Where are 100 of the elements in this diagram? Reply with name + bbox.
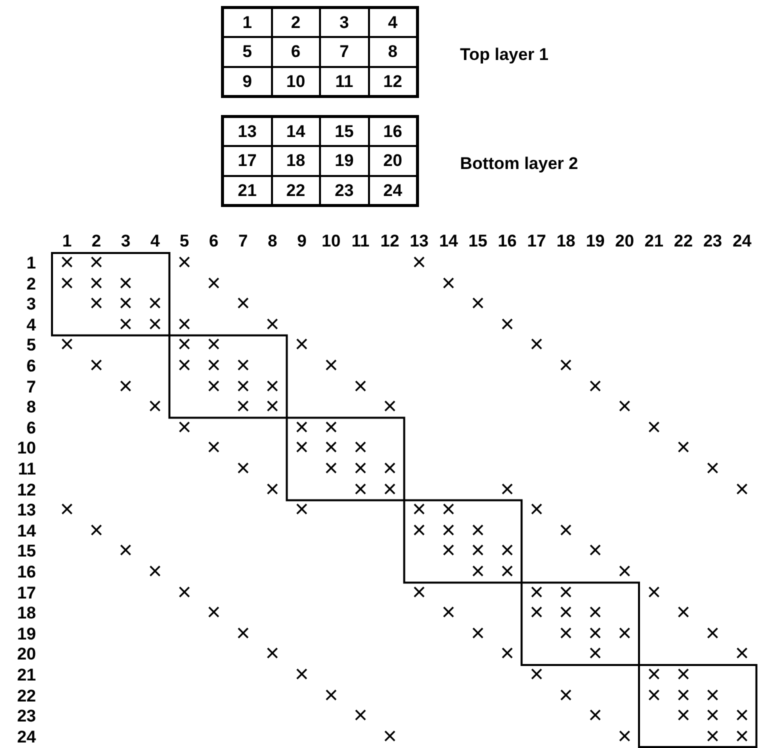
cross-mark: ×	[618, 724, 632, 748]
cross-mark: ×	[206, 601, 221, 626]
cross-mark: ×	[265, 478, 280, 502]
column-number: 15	[468, 232, 488, 250]
column-number: 9	[297, 232, 307, 250]
cross-mark: ×	[618, 395, 632, 420]
cross-mark: ×	[206, 272, 221, 296]
cross-mark: ×	[382, 724, 397, 748]
row-number: 24	[17, 728, 36, 746]
column-number: 2	[92, 232, 102, 250]
row-number: 18	[17, 604, 36, 622]
row-number: 23	[17, 708, 36, 725]
column-number: 8	[268, 232, 278, 250]
layer-grid	[221, 115, 419, 207]
cross-mark: ×	[412, 580, 426, 605]
cross-mark: ×	[382, 395, 397, 420]
row-number: 22	[17, 687, 36, 704]
grid-cell: 4	[368, 8, 417, 38]
cross-mark: ×	[236, 292, 250, 316]
cross-mark: ×	[294, 498, 309, 522]
row-number: 1	[26, 254, 36, 272]
grid-cell: 11	[320, 66, 368, 96]
cross-mark: ×	[530, 663, 544, 687]
grid-cell: 8	[368, 37, 417, 67]
cross-mark: ×	[647, 580, 661, 605]
grid-cell: 3	[320, 8, 368, 38]
cross-mark: ×	[148, 395, 162, 420]
cross-mark: ×	[236, 457, 250, 481]
cross-mark: ×	[89, 518, 104, 543]
cross-mark: ×	[558, 684, 573, 708]
cross-mark: ×	[265, 312, 280, 337]
grid-cell: 15	[320, 117, 368, 146]
cross-mark: ×	[558, 354, 573, 378]
cross-mark: ×	[265, 642, 280, 666]
cross-mark: ×	[412, 251, 426, 275]
column-number: 13	[410, 232, 429, 250]
row-number: 10	[17, 440, 36, 457]
column-number: 4	[150, 232, 160, 250]
cross-mark: ×	[647, 416, 661, 440]
cross-mark: ×	[588, 704, 602, 728]
layer-label: Bottom layer 2	[460, 155, 578, 172]
grid-cell: 6	[272, 37, 320, 67]
cross-mark: ×	[530, 498, 544, 522]
grid-cell: 16	[368, 117, 417, 146]
cross-mark: ×	[177, 416, 192, 440]
grid-cell: 12	[368, 66, 417, 96]
column-number: 18	[556, 232, 576, 250]
cross-mark: ×	[442, 272, 456, 296]
cross-mark: ×	[442, 601, 456, 626]
row-number: 14	[17, 522, 36, 540]
cross-mark: ×	[676, 436, 690, 460]
column-number: 12	[380, 232, 400, 250]
grid-cell: 9	[223, 66, 272, 96]
cross-mark: ×	[324, 354, 338, 378]
cross-mark: ×	[236, 622, 250, 646]
row-number: 15	[17, 542, 36, 560]
grid-cell: 1	[223, 8, 272, 38]
cross-mark: ×	[177, 251, 192, 275]
cross-mark: ×	[530, 333, 544, 358]
cross-mark: ×	[470, 622, 485, 646]
column-number: 6	[209, 232, 218, 250]
cross-mark: ×	[706, 457, 720, 481]
row-number: 21	[17, 666, 36, 684]
row-number: 16	[17, 564, 36, 580]
cross-mark: ×	[354, 374, 368, 399]
cross-mark: ×	[324, 684, 338, 708]
grid-cell: 14	[272, 117, 320, 146]
grid-cell: 22	[272, 176, 320, 205]
column-number: 22	[674, 232, 693, 250]
row-number: 19	[17, 625, 36, 642]
row-number: 12	[17, 481, 36, 498]
column-number: 14	[439, 232, 458, 250]
layer-label: Top layer 1	[460, 46, 548, 63]
row-number: 6	[26, 358, 36, 374]
cross-mark: ×	[706, 622, 720, 646]
cross-mark: ×	[177, 580, 192, 605]
grid-cell: 7	[320, 37, 368, 67]
row-number: 2	[26, 275, 36, 292]
cross-mark: ×	[500, 642, 514, 666]
grid-cell: 18	[272, 146, 320, 176]
grid-cell: 23	[320, 176, 368, 205]
row-number: 20	[17, 646, 36, 663]
cross-mark: ×	[354, 704, 368, 728]
cross-mark: ×	[735, 478, 750, 502]
cross-mark: ×	[60, 498, 74, 522]
column-number: 20	[615, 232, 634, 250]
grid-cell: 17	[223, 146, 272, 176]
cross-mark: ×	[618, 622, 632, 646]
grid-cell: 20	[368, 146, 417, 176]
cross-mark: ×	[294, 333, 309, 358]
column-number: 17	[527, 232, 546, 250]
cross-mark: ×	[89, 354, 104, 378]
cross-mark: ×	[118, 539, 133, 564]
column-number: 19	[586, 232, 605, 250]
column-number: 3	[120, 232, 130, 250]
grid-cell: 19	[320, 146, 368, 176]
layer-grid	[221, 6, 419, 98]
row-number: 6	[26, 419, 36, 436]
row-number: 7	[26, 378, 36, 396]
cross-mark: ×	[588, 539, 602, 564]
